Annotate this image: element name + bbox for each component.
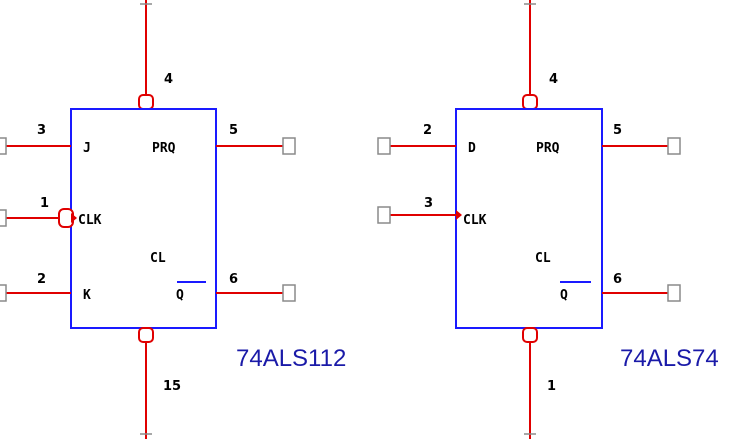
top-pin-number: 4: [549, 72, 558, 87]
clk-pin-number: 3: [424, 196, 433, 211]
j-terminal[interactable]: [0, 137, 7, 155]
bottom-inversion-bubble: [522, 327, 538, 343]
chip-74als74: 4 2 D 3 CLK 5 PRQ CL 6 Q 1 74ALS74: [377, 0, 719, 439]
prq-pin-number: 5: [229, 123, 238, 138]
part-label: 74ALS112: [236, 345, 346, 372]
part-label: 74ALS74: [620, 345, 719, 372]
qbar-pin-number: 6: [229, 272, 238, 287]
cl-label: CL: [535, 251, 551, 266]
prq-terminal[interactable]: [667, 137, 681, 155]
bottom-pin-number: 15: [163, 379, 181, 394]
top-inversion-bubble: [138, 94, 154, 110]
d-pin-label: D: [468, 141, 476, 156]
prq-pin-label: PRQ: [536, 141, 560, 156]
k-pin-number: 2: [37, 272, 46, 287]
qbar-terminal[interactable]: [667, 284, 681, 302]
prq-pin-label: PRQ: [152, 141, 176, 156]
qbar-pin-label: Q: [560, 288, 568, 303]
prq-pin-number: 5: [613, 123, 622, 138]
d-terminal[interactable]: [377, 137, 391, 155]
clk-edge-marker: [456, 210, 462, 220]
clk-edge-marker: [71, 213, 77, 223]
clk-pin-label: CLK: [78, 213, 102, 228]
top-inversion-bubble: [522, 94, 538, 110]
cl-label: CL: [150, 251, 166, 266]
k-terminal[interactable]: [0, 284, 7, 302]
j-pin-label: J: [83, 141, 91, 156]
qbar-pin-number: 6: [613, 272, 622, 287]
d-pin-number: 2: [423, 123, 432, 138]
j-pin-number: 3: [37, 123, 46, 138]
clk-pin-number: 1: [40, 196, 49, 211]
clk-terminal[interactable]: [377, 206, 391, 224]
clk-pin-label: CLK: [463, 213, 487, 228]
top-pin-number: 4: [164, 72, 173, 87]
clk-inversion-bubble: [58, 208, 74, 228]
k-pin-label: K: [83, 288, 91, 303]
qbar-pin-label: Q: [176, 288, 184, 303]
prq-terminal[interactable]: [282, 137, 296, 155]
clk-terminal[interactable]: [0, 209, 7, 227]
bottom-inversion-bubble: [138, 327, 154, 343]
chip-74als112: 4 3 J 1 CLK 2 K 5 PRQ CL 6 Q: [0, 0, 346, 439]
bottom-pin-number: 1: [547, 379, 556, 394]
qbar-terminal[interactable]: [282, 284, 296, 302]
